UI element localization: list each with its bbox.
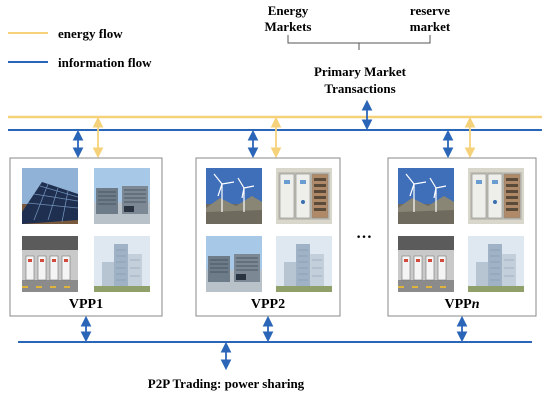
p2p-label: P2P Trading: power sharing [148, 376, 305, 391]
market-bracket [287, 35, 431, 50]
battery-cabinet-image [468, 168, 524, 224]
ev-chargers-image [22, 236, 78, 292]
solar-panels-image [22, 168, 78, 224]
primary-market-line1: Primary Market [314, 64, 407, 79]
legend-information-label: information flow [58, 55, 152, 70]
reserve-market-line1: reserve [410, 3, 450, 18]
vpp-label-base: VPP [444, 297, 472, 312]
ellipsis: … [356, 225, 372, 242]
legend-energy-label: energy flow [58, 26, 123, 41]
reserve-market-line2: market [410, 19, 451, 34]
office-building-image [276, 236, 332, 292]
vpp-label: VPPn [444, 297, 479, 312]
vpp-label: VPP1 [69, 297, 103, 312]
vpp-group-1: VPP1 [9, 116, 163, 343]
vpp-group-2: VPP2 [195, 116, 341, 343]
energy-markets-line1: Energy [268, 3, 309, 18]
vpp-group-n: VPPn [387, 116, 537, 343]
vpp-label: VPP2 [251, 297, 285, 312]
office-building-image [468, 236, 524, 292]
office-building-image [94, 236, 150, 292]
wind-turbines-image [206, 168, 262, 224]
battery-cabinet-image [276, 168, 332, 224]
cooling-units-image [206, 236, 262, 292]
energy-markets-line2: Markets [265, 19, 312, 34]
primary-market-line2: Transactions [324, 81, 395, 96]
vpp-label-suffix: n [472, 297, 480, 312]
cooling-units-image [94, 168, 150, 224]
ev-chargers-image [398, 236, 454, 292]
wind-turbines-image [398, 168, 454, 224]
